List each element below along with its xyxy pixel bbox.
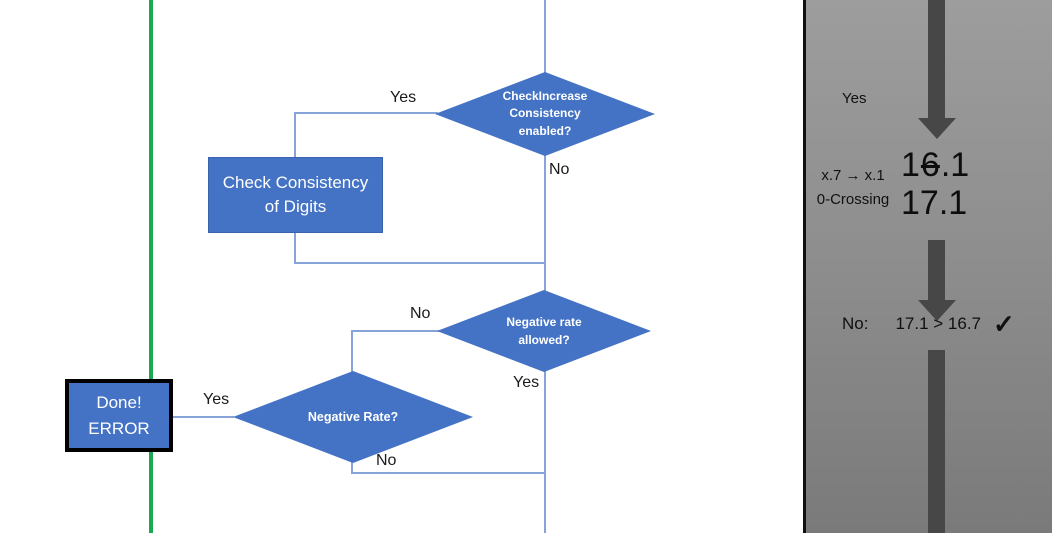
old-value: 16.1 <box>901 146 969 184</box>
rule-text-block: x.7 → x.1 0-Crossing <box>808 164 898 212</box>
result-row: No: 17.1 > 16.7 ✓ <box>842 309 1015 339</box>
decision-negative-rate: Negative Rate? <box>233 371 473 463</box>
old-value-prefix: 1 <box>901 146 920 184</box>
connector-process1-down <box>294 232 296 264</box>
connector-decision2-no-horizontal <box>351 330 439 332</box>
connector-decision3-no-horizontal <box>351 472 546 474</box>
process1-line2: of Digits <box>264 197 327 216</box>
decision2-line1: Negative rate <box>506 315 582 329</box>
connector-decision1-to-decision2 <box>544 154 546 292</box>
decision1-line3: enabled? <box>518 123 572 138</box>
terminator-done-error: Done! ERROR <box>65 379 173 452</box>
green-vertical-line <box>149 0 153 533</box>
edge-label-decision3-no: No <box>376 452 397 469</box>
down-arrow-3-shaft <box>928 350 945 533</box>
result-comparison: 17.1 > 16.7 <box>895 314 982 333</box>
connector-process1-rejoin <box>294 262 546 264</box>
connector-decision2-no-vertical <box>351 330 353 373</box>
connector-top-into-decision1 <box>544 0 546 74</box>
down-arrow-1-icon <box>918 118 956 139</box>
process1-line1: Check Consistency <box>222 173 369 193</box>
decision2-line2: allowed? <box>518 333 570 347</box>
edge-label-decision1-no: No <box>549 161 570 178</box>
connector-decision1-yes-vertical <box>294 112 296 158</box>
value-comparison-numbers: 16.1 17.1 <box>901 146 969 222</box>
down-arrow-2-shaft <box>928 240 945 300</box>
edge-label-decision1-yes: Yes <box>390 89 417 106</box>
connector-decision2-down <box>544 370 546 533</box>
terminator-line2: ERROR <box>88 418 150 438</box>
old-value-struck-digit: 6 <box>920 146 940 184</box>
connector-decision3-no-vertical <box>351 461 353 474</box>
down-arrow-1-shaft <box>928 0 945 118</box>
decision1-line1: CheckIncrease <box>502 88 588 103</box>
edge-label-decision2-no: No <box>410 305 431 322</box>
rule-line-2: 0-Crossing <box>816 191 890 208</box>
connector-decision1-yes-horizontal <box>294 112 438 114</box>
terminator-line1: Done! <box>96 393 142 412</box>
process-check-consistency-of-digits: Check Consistency of Digits <box>208 157 383 233</box>
new-value: 17.1 <box>901 184 968 222</box>
checkmark-icon: ✓ <box>993 309 1015 339</box>
decision1-line2: Consistency <box>509 106 581 121</box>
edge-label-decision3-yes: Yes <box>203 391 230 408</box>
result-label: No: <box>842 314 869 333</box>
panel-yes-label: Yes <box>842 90 867 107</box>
decision3-line1: Negative Rate? <box>307 410 399 424</box>
connector-decision3-yes <box>172 416 234 418</box>
decision-negative-rate-allowed: Negative rate allowed? <box>437 290 651 372</box>
decision-check-increase-consistency: CheckIncrease Consistency enabled? <box>435 72 655 156</box>
side-annotation-panel: Yes x.7 → x.1 0-Crossing 16.1 17.1 No: 1… <box>803 0 1052 533</box>
old-value-suffix: .1 <box>940 146 970 184</box>
rule-line-1: x.7 → x.1 <box>821 167 885 184</box>
edge-label-decision2-yes: Yes <box>513 374 540 391</box>
